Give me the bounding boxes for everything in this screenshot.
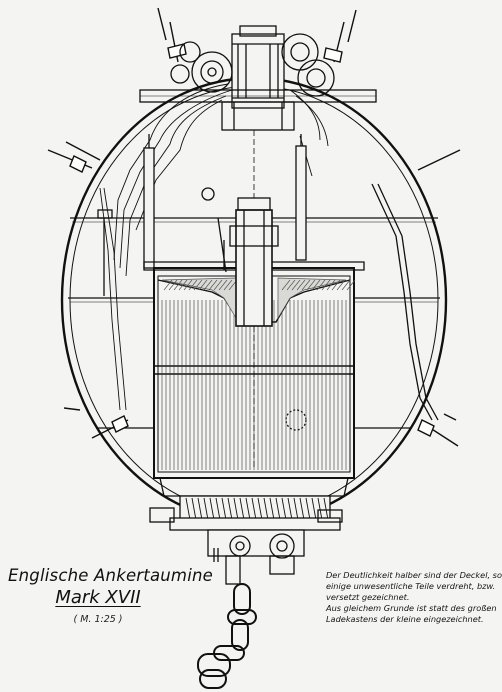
- charge-case-ribbing: [161, 300, 347, 470]
- note-line: Aus gleichem Grunde ist statt des großen: [326, 603, 497, 613]
- hatched-section: [161, 277, 356, 320]
- drawing-title-block: Englische Ankertaumine Mark XVII ( M. 1:…: [8, 566, 213, 625]
- note-line: einige unwesentliche Teile verdreht, bzw…: [326, 581, 496, 591]
- note-line: versetzt gezeichnet.: [326, 592, 410, 602]
- drawing-title: Englische Ankertaumine: [8, 566, 213, 585]
- drawing-scale: ( M. 1:25 ): [73, 614, 123, 625]
- drawing-note: Der Deutlichkeit halber sind der Deckel,…: [326, 570, 502, 625]
- detonator-horns: [47, 7, 461, 447]
- central-plunger-tube: [217, 130, 279, 470]
- top-cap-assembly: [139, 25, 377, 131]
- guide-rods: [97, 134, 439, 421]
- note-line: Ladekastens der kleine eingezeichnet.: [326, 614, 484, 624]
- bottom-mechanism: [149, 477, 349, 585]
- drawing-subtitle: Mark XVII: [55, 587, 141, 608]
- anchor-chain: [197, 583, 257, 689]
- note-line: Der Deutlichkeit halber sind der Deckel,…: [326, 570, 502, 580]
